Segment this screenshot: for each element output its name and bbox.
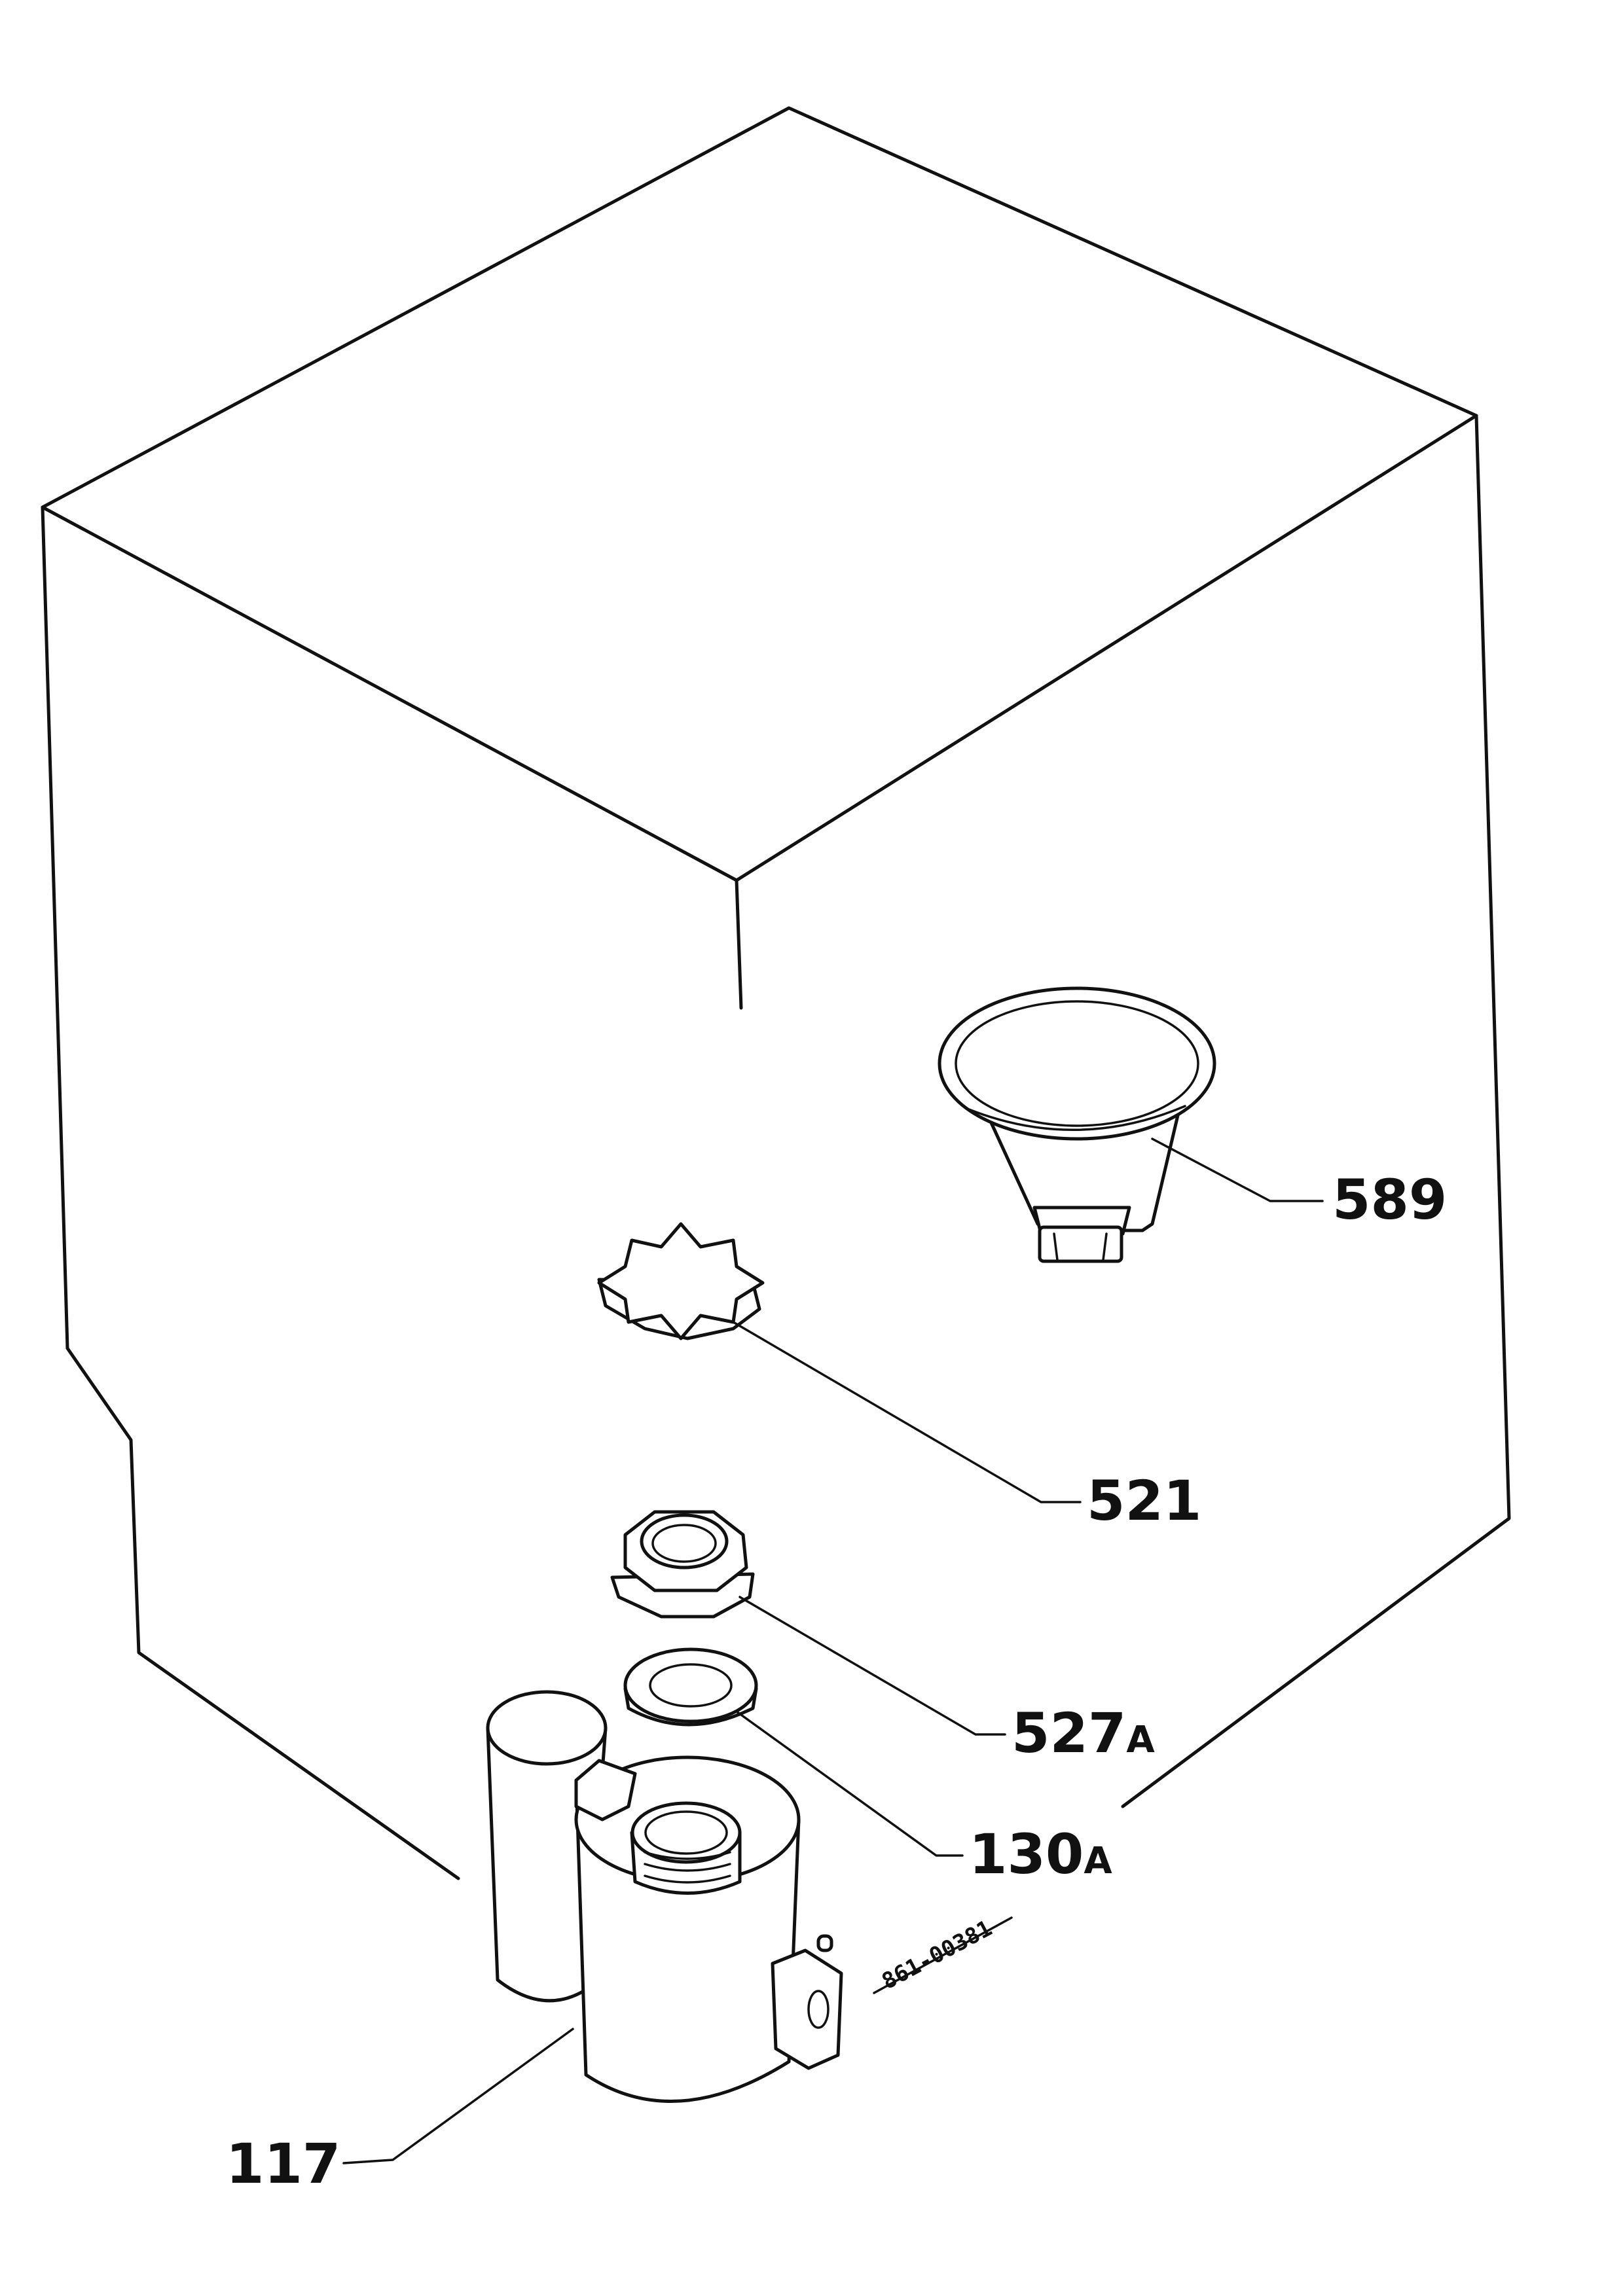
leader-521: [732, 1321, 1082, 1503]
label-589: 589: [1332, 1168, 1447, 1232]
label-521: 521: [1087, 1469, 1201, 1533]
star-cap-521: [597, 1222, 765, 1340]
label-527a: 527A: [1012, 1701, 1155, 1765]
leader-589: [1151, 1138, 1324, 1202]
leader-527a: [739, 1596, 1006, 1736]
leader-lines: [342, 1138, 1324, 2164]
cabinet-outline: [41, 106, 1511, 1880]
gasket-ring-130a: [623, 1647, 758, 1727]
leader-117: [342, 2028, 574, 2164]
leader-130a: [735, 1710, 964, 1857]
funnel-589: [938, 986, 1216, 1263]
leader-drawing-code: [873, 1916, 1013, 1994]
label-117: 117: [226, 2132, 340, 2196]
valve-assembly-117: [486, 1690, 843, 2103]
drawing-code: 861-00381: [877, 1915, 996, 1995]
label-130a: 130A: [969, 1822, 1112, 1886]
hex-nut-527a: [610, 1510, 755, 1619]
